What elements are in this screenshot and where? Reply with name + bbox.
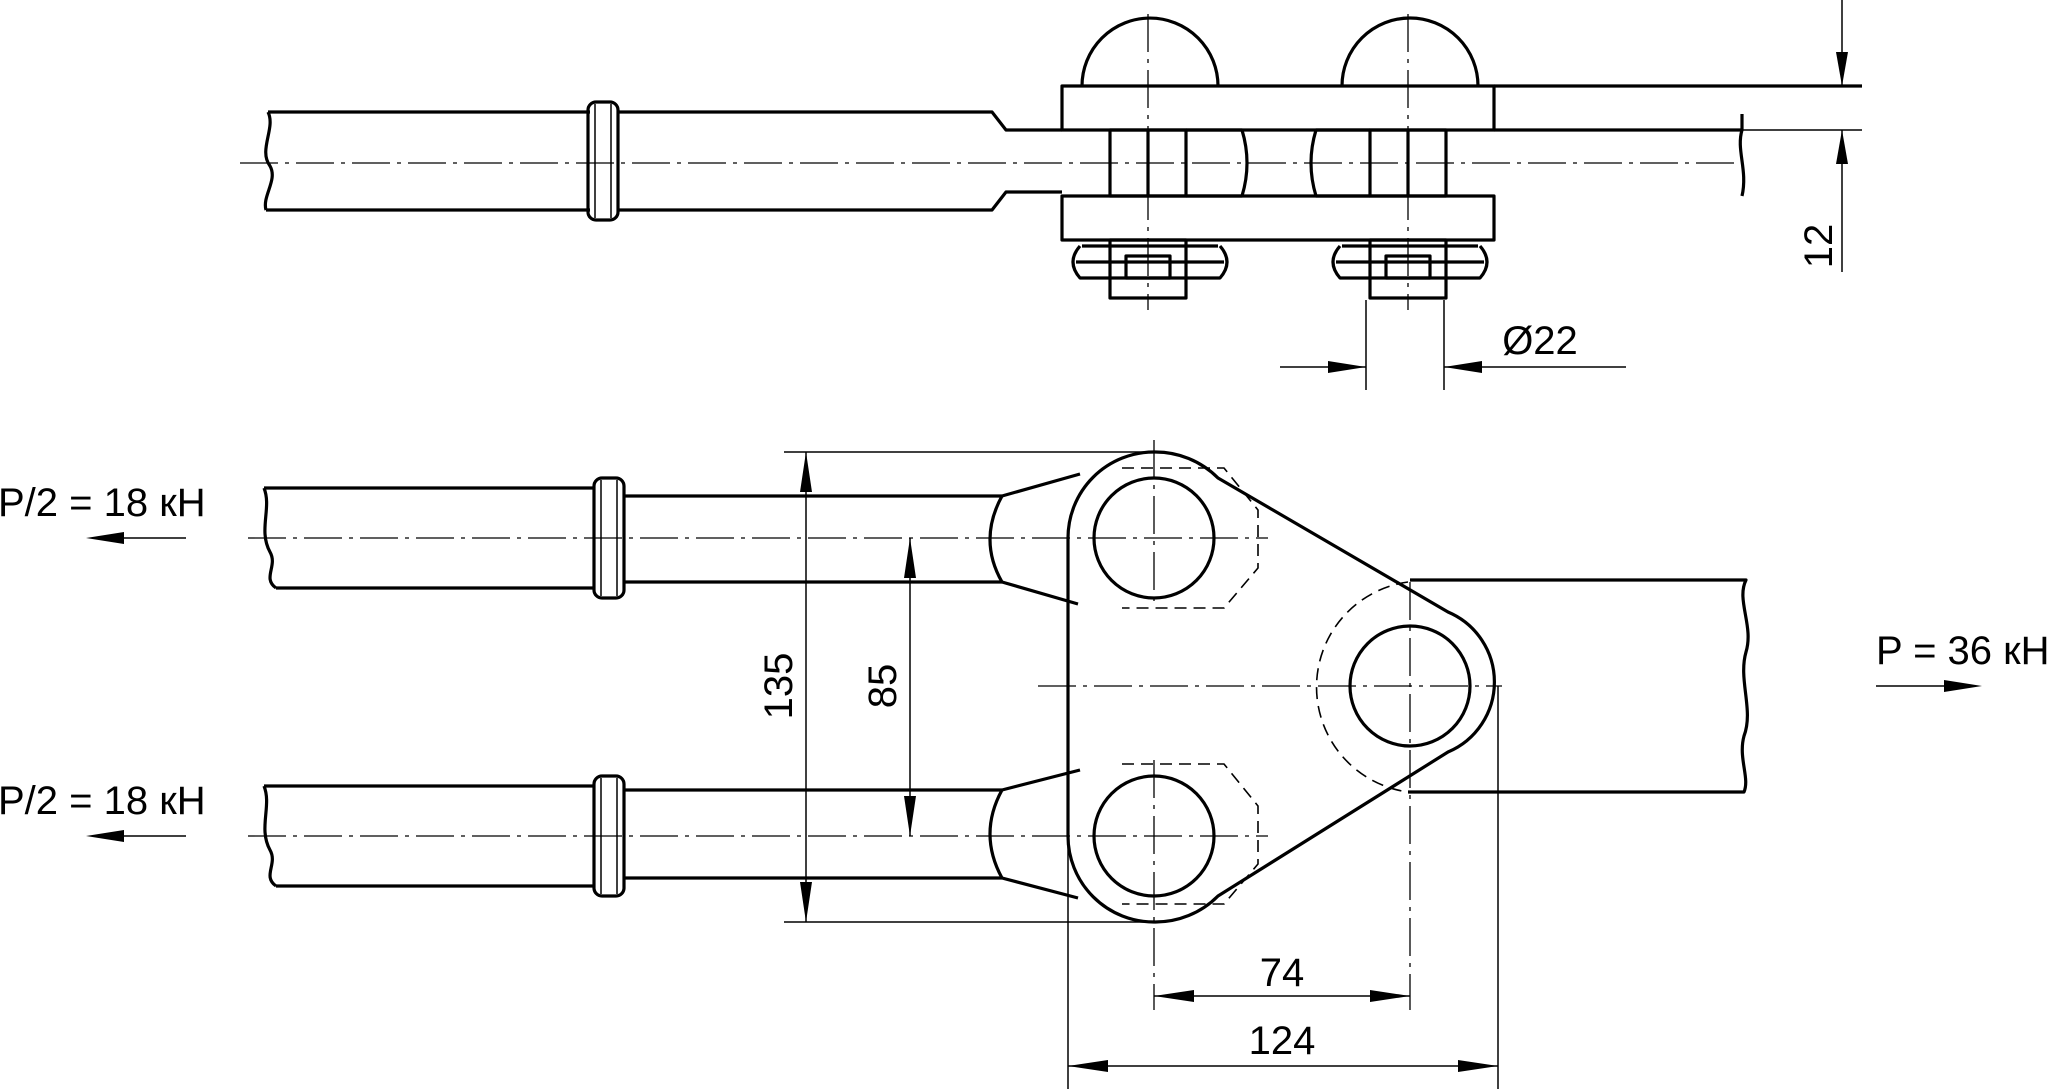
label-overall-length: 124 — [1249, 1019, 1316, 1063]
top-rod-collar — [586, 100, 620, 222]
label-load-lower: P/2 = 18 кН — [0, 779, 206, 823]
label-load-upper: P/2 = 18 кН — [0, 481, 206, 525]
main-rod — [1408, 578, 1750, 794]
upper-plate — [1060, 84, 1496, 132]
lower-plate — [1060, 194, 1496, 242]
hidden-eye-main — [1315, 581, 1409, 793]
dim-inner-span: 85 — [861, 538, 916, 836]
lower-branch-rod — [262, 768, 1081, 900]
label-load-main: P = 36 кН — [1876, 629, 2048, 673]
bolt-head-1 — [1080, 16, 1220, 87]
top-rod-right — [1494, 84, 1862, 132]
dim-hole-diameter: Ø22 — [1280, 300, 1626, 390]
upper-branch-rod — [262, 472, 1081, 606]
hidden-eye-lower — [1122, 763, 1259, 905]
label-inner-span: 85 — [861, 664, 905, 709]
bottom-view: 135 85 74 124 P/2 = 18 кН — [0, 440, 2048, 1089]
label-outer-span: 135 — [757, 653, 801, 720]
top-rod-taper — [618, 110, 1062, 212]
load-lower: P/2 = 18 кН — [0, 779, 206, 842]
label-hole-diameter: Ø22 — [1502, 319, 1578, 363]
dim-overall-length: 124 — [1067, 686, 1499, 1089]
dim-outer-span: 135 — [757, 451, 1154, 923]
top-rod-left — [263, 110, 590, 212]
label-thickness: 12 — [1797, 224, 1841, 269]
label-pin-offset: 74 — [1260, 951, 1305, 995]
nut-2 — [1331, 238, 1489, 300]
dim-pin-offset: 74 — [1154, 951, 1410, 1002]
bolt-head-2 — [1340, 16, 1480, 87]
load-main: P = 36 кН — [1876, 629, 2048, 692]
load-upper: P/2 = 18 кН — [0, 481, 206, 544]
top-view: 12 Ø22 — [240, 0, 1862, 390]
nut-1 — [1071, 238, 1229, 300]
triangular-plate — [1066, 450, 1496, 924]
dim-thickness: 12 — [1494, 0, 1862, 272]
